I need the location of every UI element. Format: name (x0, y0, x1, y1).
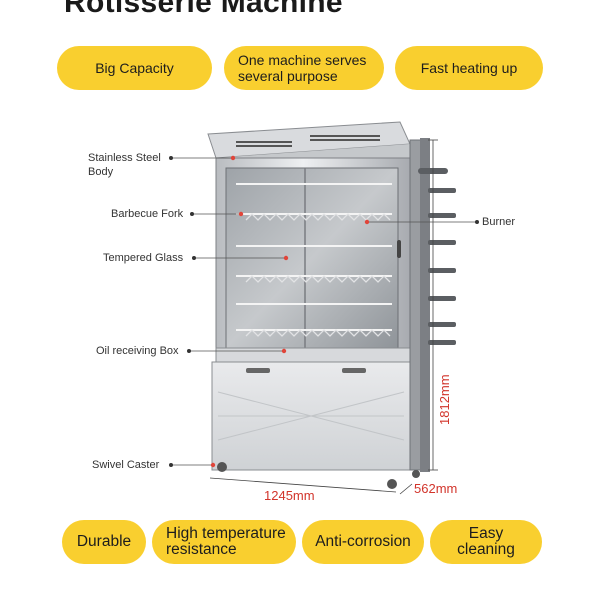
callout-dot (190, 212, 194, 216)
feature-label: Anti-corrosion (315, 533, 411, 550)
callout-barbecue-fork: Barbecue Fork (111, 208, 184, 220)
feature-pill-durable: Durable (62, 520, 146, 564)
dimension-height: 1812mm (437, 374, 452, 425)
feature-pill-capacity: Big Capacity (57, 46, 212, 90)
feature-label: Big Capacity (95, 60, 174, 76)
callout-stainless-steel-body: Stainless Steel Body (88, 152, 161, 178)
feature-pill-multipurpose: One machine serves several purpose (224, 46, 384, 90)
callout-dot (169, 463, 173, 467)
callout-dot (169, 156, 173, 160)
dimension-width: 1245mm (264, 488, 315, 503)
feature-pill-fast-heating: Fast heating up (395, 46, 543, 90)
dimension-depth: 562mm (414, 481, 458, 496)
feature-label: Easy cleaning (457, 525, 515, 558)
callout-swivel-caster: Swivel Caster (92, 459, 160, 471)
callout-dot (192, 256, 196, 260)
feature-pill-easy-cleaning: Easy cleaning (430, 520, 542, 564)
feature-label: High temperature resistance (166, 525, 286, 558)
feature-label: One machine serves several purpose (238, 52, 367, 84)
feature-pill-anti-corrosion: Anti-corrosion (302, 520, 424, 564)
feature-pill-high-temperature: High temperature resistance (152, 520, 296, 564)
feature-label: Fast heating up (420, 60, 518, 76)
callout-oil-receiving-box: Oil receiving Box (96, 345, 179, 357)
callout-burner: Burner (482, 216, 516, 228)
callout-dot (187, 349, 191, 353)
callout-tempered-glass: Tempered Glass (103, 252, 184, 264)
page-title: Rotisserie Machine (64, 0, 343, 19)
callout-dot (475, 220, 479, 224)
feature-label: Durable (76, 533, 132, 550)
